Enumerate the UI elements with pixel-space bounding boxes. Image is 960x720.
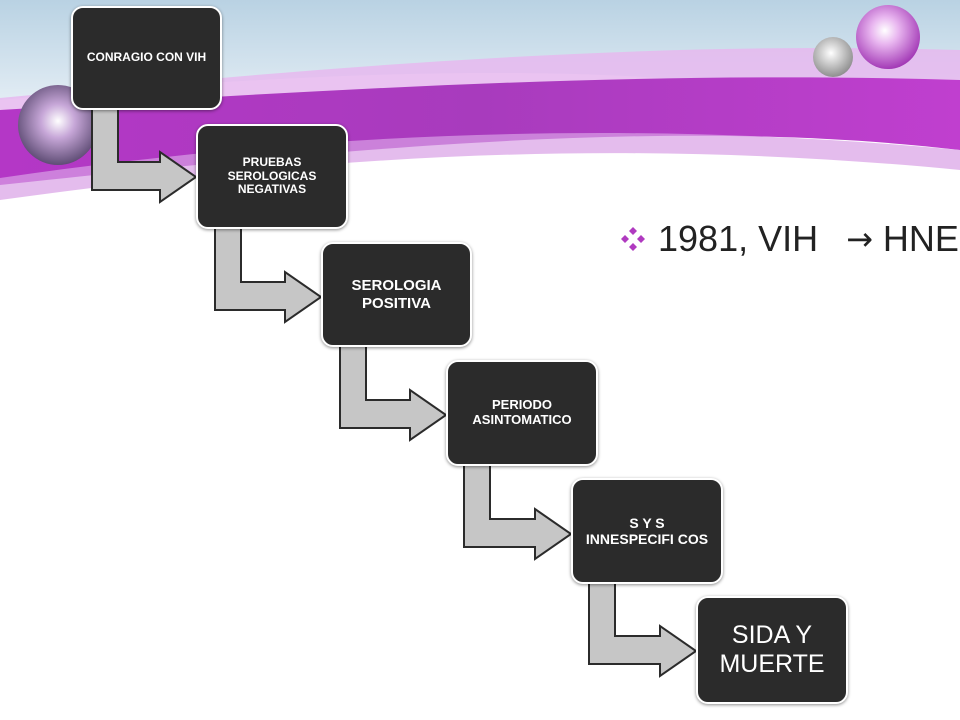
step-label: SIDA Y MUERTE (719, 621, 825, 678)
right-arrow-icon: → (846, 220, 873, 258)
step-sida-y-muerte: SIDA Y MUERTE (696, 596, 848, 704)
step-label: PRUEBAS SEROLOGICAS NEGATIVAS (227, 154, 317, 197)
connector-arrow (214, 227, 323, 324)
step-sys-inespecificos: S Y S INNESPECIFI COS (571, 478, 723, 584)
step-label: S Y S INNESPECIFI COS (585, 514, 709, 547)
step-label: PERIODO ASINTOMATICO (472, 397, 572, 427)
bullet-year-text: 1981, VIH (658, 218, 819, 259)
bullet-result-text: HNE (882, 218, 959, 259)
bullet-line: 1981, VIH → HNE (620, 218, 959, 260)
step-serologia-positiva: SEROLOGIA POSITIVA (321, 242, 472, 347)
connector-arrow (588, 581, 698, 678)
step-periodo-asintomatico: PERIODO ASINTOMATICO (446, 360, 598, 466)
step-pruebas-serologicas-negativas: PRUEBAS SEROLOGICAS NEGATIVAS (196, 124, 348, 229)
step-contagio-vih: CONRAGIO CON VIH (71, 6, 222, 110)
connector-arrow (91, 107, 198, 204)
connector-arrow (339, 345, 448, 442)
four-diamond-bullet-icon (621, 227, 645, 251)
step-label: CONRAGIO CON VIH (86, 50, 207, 65)
step-label: SEROLOGIA POSITIVA (351, 277, 442, 312)
connector-arrow (463, 464, 573, 561)
